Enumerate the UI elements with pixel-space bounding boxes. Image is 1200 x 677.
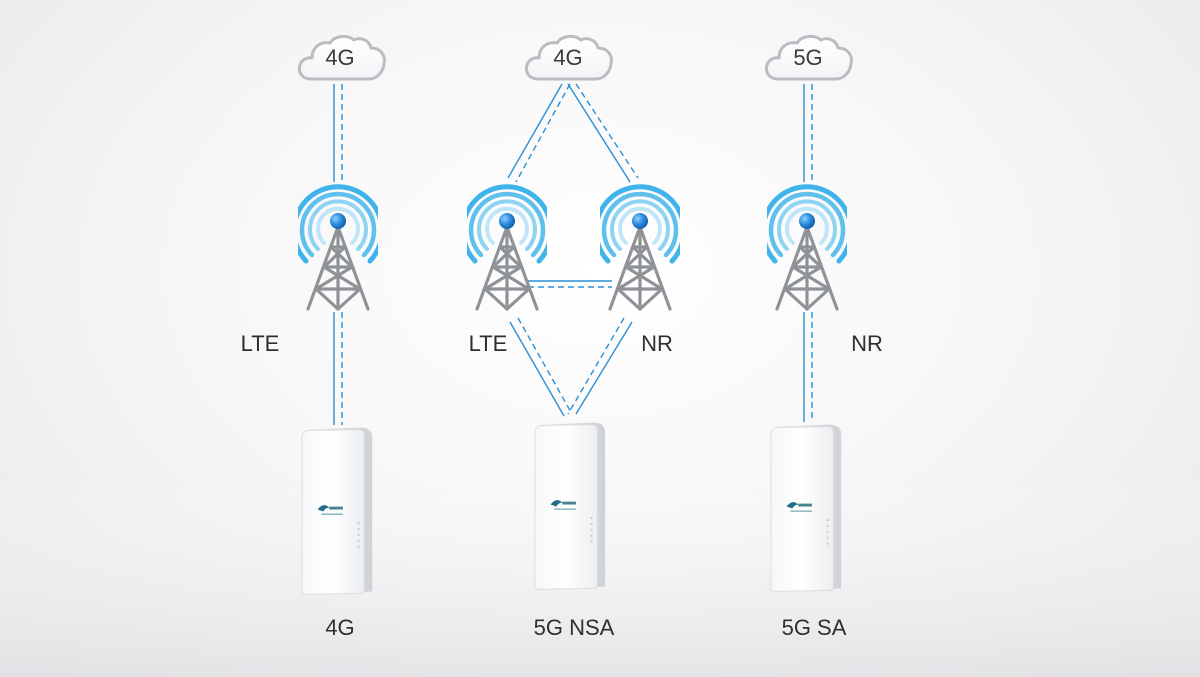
cell-tower-icon	[294, 187, 382, 309]
tower-label-lte: LTE	[241, 331, 280, 356]
cloud-5g-sa: 5G	[764, 34, 853, 81]
outdoor-cpe-device	[534, 422, 606, 590]
link-nr-device-solid	[575, 321, 633, 415]
tower-label-nr: NR	[851, 331, 883, 356]
device-label: 5G SA	[782, 615, 847, 640]
cloud-label: 4G	[325, 45, 354, 70]
cloud-label: 5G	[793, 45, 822, 70]
link-nr-device-dashed	[567, 317, 625, 415]
link-lte-device-dashed	[517, 317, 573, 415]
outdoor-cpe-device	[301, 427, 373, 595]
cloud-4g-lte: 4G	[297, 34, 386, 81]
link-lte-device-solid	[509, 321, 565, 417]
connection-lines	[333, 83, 813, 425]
cell-tower-icon	[596, 187, 684, 309]
cloud-label: 4G	[553, 45, 582, 70]
outdoor-cpe-device	[770, 424, 842, 592]
cell-tower-icon	[763, 187, 851, 309]
tower-label-nr: NR	[641, 331, 673, 356]
link-cloud-lte-solid	[507, 83, 563, 179]
cloud-4g-nsa: 4G	[524, 34, 613, 81]
link-cloud-lte-dashed	[515, 83, 571, 183]
tower-label-lte: LTE	[469, 331, 508, 356]
cell-tower-icon	[463, 187, 551, 309]
device-label: 5G NSA	[534, 615, 615, 640]
device-label: 4G	[325, 615, 354, 640]
link-cloud-nr-dashed	[575, 83, 639, 179]
link-cloud-nr-solid	[567, 83, 631, 183]
